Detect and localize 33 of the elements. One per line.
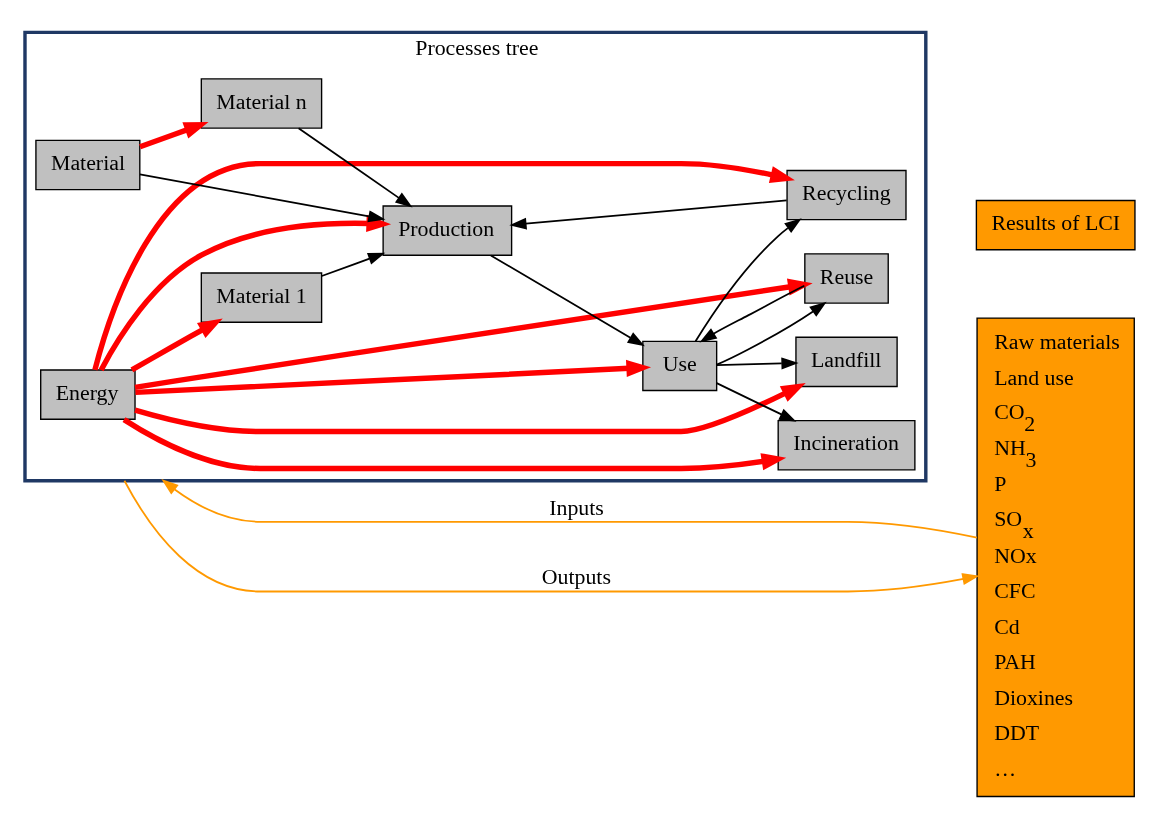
node-box: Energy	[40, 368, 136, 420]
node-box: Production	[382, 204, 513, 256]
node-box: Incineration	[777, 419, 916, 470]
node-box: Material 1	[200, 271, 323, 323]
arrow	[694, 217, 802, 342]
arrow	[139, 121, 209, 149]
node-box: Landfill	[795, 336, 898, 387]
edge-label: Inputs	[549, 495, 604, 520]
arrow	[297, 126, 413, 207]
arrow	[161, 478, 978, 538]
arrow	[122, 416, 787, 471]
arrow	[509, 198, 788, 230]
arrow	[489, 254, 645, 346]
arrow	[130, 317, 223, 372]
edge-label: Outputs	[541, 564, 611, 589]
arrow	[135, 359, 652, 395]
arrow	[92, 160, 795, 371]
arrow	[715, 356, 799, 369]
arrow	[98, 214, 392, 371]
arrow	[715, 301, 827, 366]
arrow	[320, 252, 386, 277]
node-box: Reuse	[804, 252, 889, 304]
arrow	[699, 284, 806, 342]
arrow	[715, 381, 797, 422]
node-box: Use	[642, 340, 718, 391]
node-box: Recycling	[786, 169, 907, 220]
node-box: Material n	[200, 77, 323, 129]
arrow	[139, 172, 386, 222]
arrow	[134, 382, 806, 434]
arrow	[134, 278, 813, 390]
node-box: Material	[35, 139, 141, 190]
node-box: Results of LCI	[975, 199, 1136, 250]
arrow	[123, 479, 980, 592]
